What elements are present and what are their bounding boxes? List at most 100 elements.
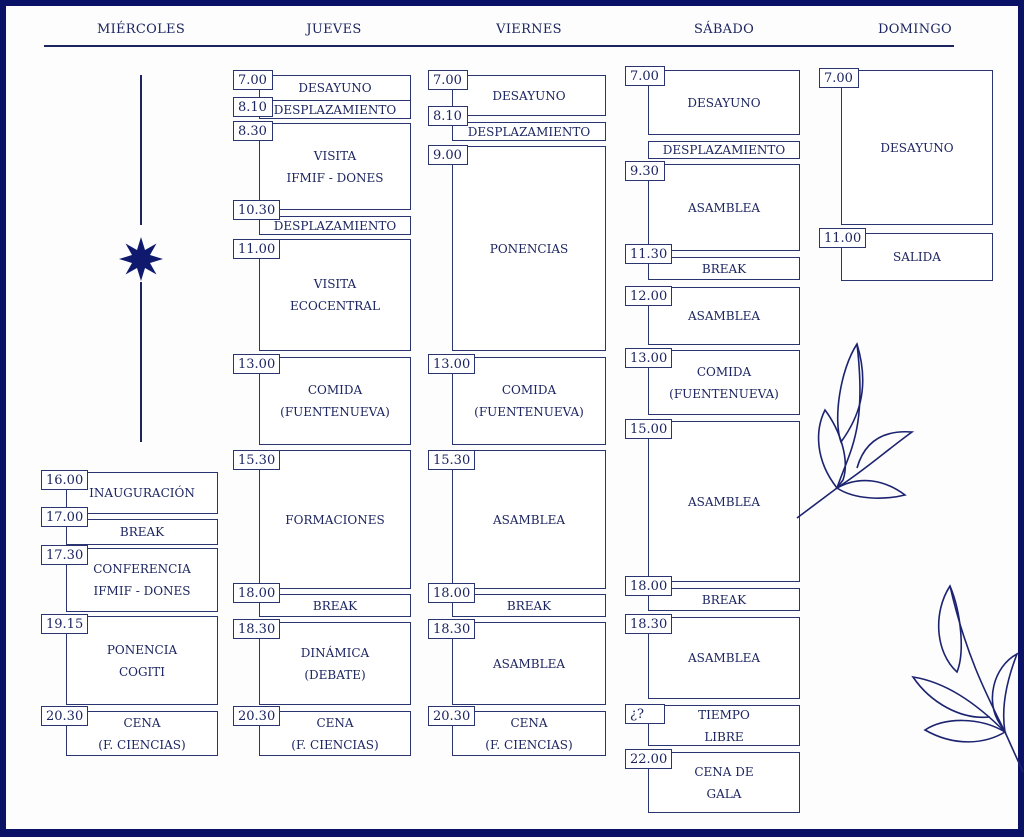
event-time: 15.00 <box>625 419 673 439</box>
event-title-line: DESAYUNO <box>298 81 372 95</box>
event-title-line: DINÁMICA <box>300 645 370 660</box>
event-box: PONENCIAS <box>452 146 606 351</box>
day-header-domingo: DOMINGO <box>877 22 953 37</box>
event-box: ASAMBLEA <box>452 450 606 589</box>
event-title-line: COMIDA <box>696 364 752 379</box>
event-time: 12.00 <box>625 286 673 306</box>
event-time: 18.00 <box>428 583 476 603</box>
event-box: DESAYUNO <box>841 70 993 225</box>
event-box: ASAMBLEA <box>452 622 606 705</box>
event-title-line: ASAMBLEA <box>492 656 566 671</box>
event-title-line: VISITA <box>313 148 357 163</box>
decorative-line <box>140 75 142 225</box>
event-box: VISITA IFMIF - DONES <box>259 123 411 210</box>
event-time: 11.00 <box>233 239 281 259</box>
event-time: 18.00 <box>233 583 281 603</box>
event-box: INAUGURACIÓN <box>66 472 218 514</box>
event-title-line: TIEMPO <box>698 707 750 722</box>
event-box: ASAMBLEA <box>648 421 800 582</box>
event-time: 18.30 <box>428 619 476 639</box>
event-box: BREAK <box>648 257 800 280</box>
event-time: 13.00 <box>625 348 673 368</box>
event-box: ASAMBLEA <box>648 164 800 251</box>
decorative-line <box>140 282 142 442</box>
event-box: DESAYUNO <box>648 70 800 135</box>
event-time: 17.00 <box>41 507 89 527</box>
event-title-line: LIBRE <box>704 729 744 744</box>
event-box: ASAMBLEA <box>648 617 800 699</box>
event-box: SALIDA <box>841 233 993 281</box>
event-title-line: (F. CIENCIAS) <box>485 737 573 752</box>
event-title-line: BREAK <box>506 598 552 613</box>
event-title-line: CENA <box>510 715 548 730</box>
event-time: 8.10 <box>233 97 273 117</box>
event-title-line: INAUGURACIÓN <box>89 486 195 500</box>
event-time: 7.00 <box>819 68 859 88</box>
event-title-line: CONFERENCIA <box>93 562 191 576</box>
event-title-line: CENA <box>316 715 354 730</box>
event-time: 11.30 <box>625 244 673 264</box>
event-title-line: (F. CIENCIAS) <box>291 737 379 752</box>
event-title-line: DESAYUNO <box>687 95 761 110</box>
event-title-line: BREAK <box>701 261 747 276</box>
event-title-line: DESAYUNO <box>880 140 954 155</box>
event-title-line: FORMACIONES <box>285 512 385 527</box>
star-icon <box>119 237 163 281</box>
event-title-line: VISITA <box>313 277 357 291</box>
event-title-line: DESPLAZAMIENTO <box>467 124 591 139</box>
event-title-line: DESPLAZAMIENTO <box>273 218 397 233</box>
event-time: 7.00 <box>625 66 665 86</box>
event-box: CENA (F. CIENCIAS) <box>259 711 411 756</box>
event-box: DESPLAZAMIENTO <box>259 216 411 235</box>
leaf-branch-icon <box>911 584 1024 772</box>
event-title-line: (DEBATE) <box>304 667 366 682</box>
event-box: DESAYUNO <box>452 75 606 116</box>
event-time: 18.00 <box>625 576 673 596</box>
event-box: DESPLAZAMIENTO <box>259 100 411 119</box>
event-title-line: (F. CIENCIAS) <box>98 737 186 752</box>
event-title-line: DESPLAZAMIENTO <box>273 102 397 117</box>
event-box: CENA (F. CIENCIAS) <box>66 711 218 756</box>
event-time: 15.30 <box>233 450 281 470</box>
event-title-line: SALIDA <box>893 250 941 264</box>
event-time: 10.30 <box>233 200 281 220</box>
event-time: 7.00 <box>233 70 273 90</box>
event-title-line: IFMIF - DONES <box>286 170 384 185</box>
event-title-line: COMIDA <box>501 383 557 397</box>
event-time: 20.30 <box>428 706 476 726</box>
event-box: FORMACIONES <box>259 450 411 589</box>
event-title-line: PONENCIAS <box>489 241 569 256</box>
event-time: 18.30 <box>625 614 673 634</box>
event-time: 19.15 <box>41 614 89 634</box>
event-time: 17.30 <box>41 545 89 565</box>
event-time: 11.00 <box>819 228 867 248</box>
event-time: 9.00 <box>428 145 468 165</box>
event-title-line: DESPLAZAMIENTO <box>662 143 786 157</box>
event-box: BREAK <box>452 594 606 617</box>
event-time: 20.30 <box>41 706 89 726</box>
event-box: CENA (F. CIENCIAS) <box>452 711 606 756</box>
event-box: DESPLAZAMIENTO <box>452 122 606 141</box>
header-divider <box>44 45 954 47</box>
event-title-line: DESAYUNO <box>492 88 566 103</box>
event-title-line: COMIDA <box>307 383 363 397</box>
event-title-line: COGITI <box>118 664 166 679</box>
event-time: 9.30 <box>625 161 665 181</box>
day-header-viernes: VIERNES <box>496 22 562 37</box>
event-box: ASAMBLEA <box>648 287 800 345</box>
event-title-line: PONENCIA <box>106 642 178 657</box>
event-time: ¿? <box>625 704 665 724</box>
day-header-miercoles: MIÉRCOLES <box>96 22 186 37</box>
event-box: DESAYUNO <box>259 75 411 101</box>
event-time: 18.30 <box>233 619 281 639</box>
event-box: COMIDA(FUENTENUEVA) <box>259 357 411 445</box>
event-title-line: ASAMBLEA <box>687 200 761 215</box>
event-title-line: BREAK <box>312 598 358 613</box>
event-box: COMIDA(FUENTENUEVA) <box>648 350 800 415</box>
event-title-line: CENA <box>123 715 161 730</box>
event-time: 15.30 <box>428 450 476 470</box>
event-time: 16.00 <box>41 470 89 490</box>
